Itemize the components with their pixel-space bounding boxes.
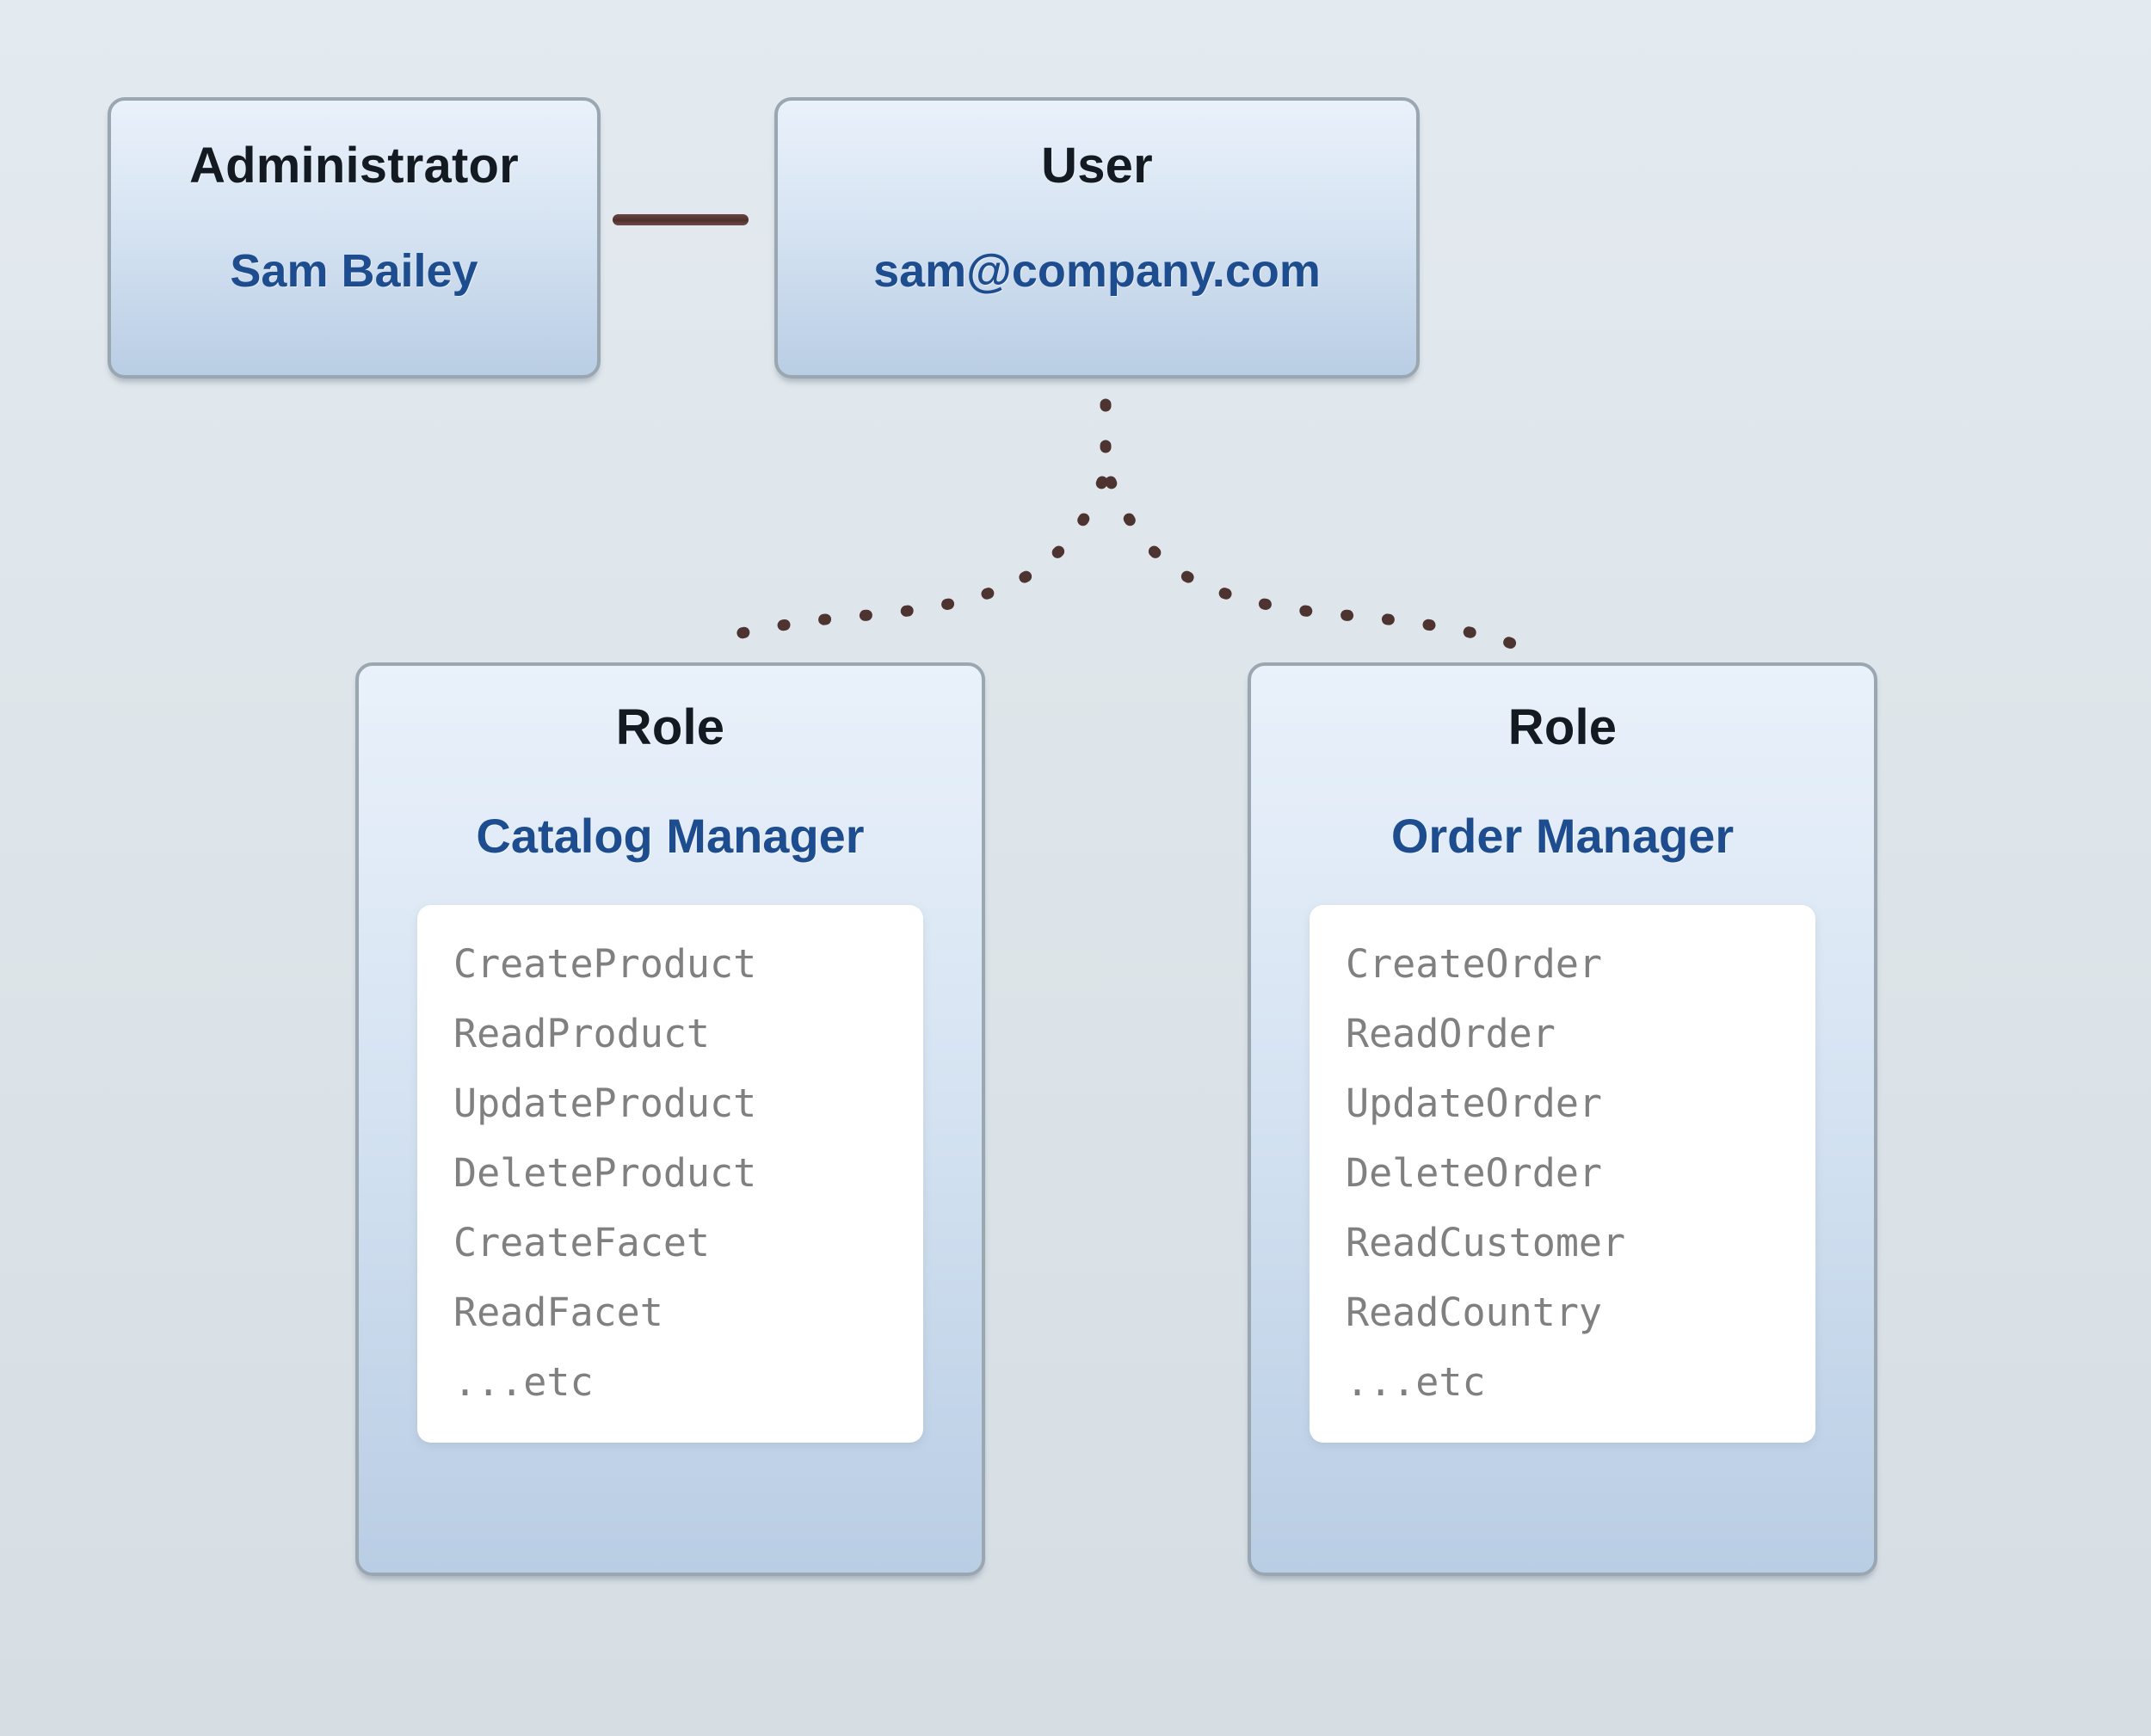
permission-item: CreateFacet (453, 1220, 711, 1265)
permission-item: ReadOrder (1346, 1011, 1556, 1056)
permission-list: CreateOrder ReadOrder UpdateOrder Delete… (1310, 905, 1815, 1443)
permission-item: DeleteOrder (1346, 1150, 1603, 1196)
permission-item: ...etc (453, 1359, 594, 1405)
administrator-node-title: Administrator (189, 138, 519, 194)
connector-to-role-0 (700, 476, 1108, 649)
administrator-user-connector (613, 214, 749, 225)
connector-to-role-1 (1105, 476, 1518, 649)
permission-item: UpdateOrder (1346, 1080, 1603, 1126)
administrator-node[interactable]: Administrator Sam Bailey (108, 97, 601, 379)
administrator-node-name: Sam Bailey (230, 245, 478, 297)
permission-item: ReadProduct (453, 1011, 711, 1056)
permission-item: CreateProduct (453, 941, 757, 987)
role-node-name: Order Manager (1390, 809, 1735, 863)
user-node-title: User (1041, 138, 1153, 194)
role-node-catalog-manager[interactable]: Role Catalog Manager CreateProduct ReadP… (355, 662, 985, 1576)
permission-item: CreateOrder (1346, 941, 1603, 987)
role-node-order-manager[interactable]: Role Order Manager CreateOrder ReadOrder… (1248, 662, 1877, 1576)
permission-list: CreateProduct ReadProduct UpdateProduct … (417, 905, 923, 1443)
user-node[interactable]: User sam@company.com (774, 97, 1420, 379)
permission-item: ReadFacet (453, 1290, 663, 1335)
role-node-title: Role (615, 699, 725, 755)
user-node-email: sam@company.com (873, 245, 1321, 297)
role-node-title: Role (1507, 699, 1618, 755)
role-node-name: Catalog Manager (476, 809, 865, 863)
permission-item: DeleteProduct (453, 1150, 757, 1196)
permission-item: UpdateProduct (453, 1080, 757, 1126)
permission-item: ...etc (1346, 1359, 1486, 1405)
permission-item: ReadCountry (1346, 1290, 1603, 1335)
permission-item: ReadCustomer (1346, 1220, 1626, 1265)
